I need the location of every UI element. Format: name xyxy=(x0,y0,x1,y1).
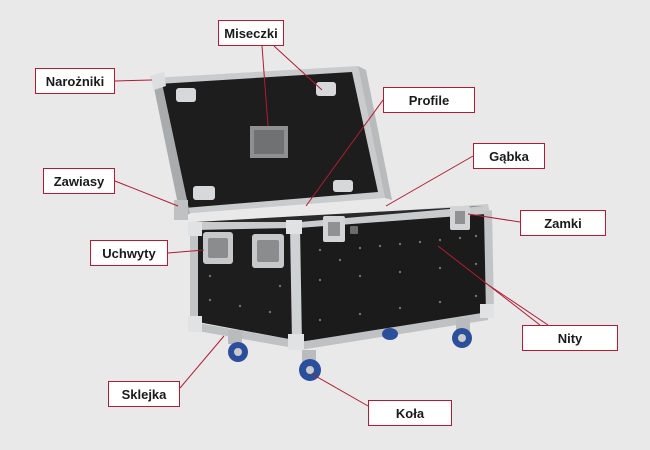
leader-profile xyxy=(305,99,384,207)
leader-zawiasy xyxy=(114,180,179,207)
lid-corner-cup-lower-left xyxy=(193,186,215,200)
hinge xyxy=(174,200,188,220)
label-zawiasy: Zawiasy xyxy=(43,168,115,194)
body-corner-bottom-left xyxy=(188,316,202,332)
case-side-panel xyxy=(298,214,488,342)
case-lid xyxy=(150,66,392,214)
label-sklejka: Sklejka xyxy=(108,381,180,407)
leader-sklejka xyxy=(179,335,225,389)
body-corner-top-front xyxy=(286,220,302,234)
leader-nity-2 xyxy=(483,281,549,326)
leader-zamki xyxy=(467,213,521,223)
label-uchwyty: Uchwyty xyxy=(90,240,168,266)
lock xyxy=(350,226,358,234)
case-body xyxy=(174,200,494,350)
body-corner-top-left xyxy=(188,222,202,236)
lid-corner xyxy=(150,72,166,90)
leader-narozniki xyxy=(114,79,153,82)
caster-back xyxy=(382,328,398,340)
leader-gabka xyxy=(385,155,474,207)
rivets xyxy=(208,234,478,322)
body-corner-bottom-right xyxy=(480,304,494,318)
casters xyxy=(228,318,472,381)
leader-kola xyxy=(311,373,369,407)
label-gabka: Gąbka xyxy=(473,143,545,169)
label-profile: Profile xyxy=(383,87,475,113)
leader-lines xyxy=(114,45,549,407)
label-zamki: Zamki xyxy=(520,210,606,236)
lid-corner-cup-lower-right xyxy=(333,180,353,192)
label-kola: Koła xyxy=(368,400,452,426)
label-narozniki: Narożniki xyxy=(35,68,115,94)
body-corner-bottom-front xyxy=(288,334,304,350)
lid-corner-cup-left xyxy=(176,88,196,102)
leader-miseczki-plate xyxy=(261,45,269,127)
leader-uchwyty xyxy=(167,249,205,254)
label-miseczki: Miseczki xyxy=(218,20,284,46)
leader-miseczki-cup xyxy=(273,45,323,91)
lid-corner-cup-right xyxy=(316,82,336,96)
label-nity: Nity xyxy=(522,325,618,351)
